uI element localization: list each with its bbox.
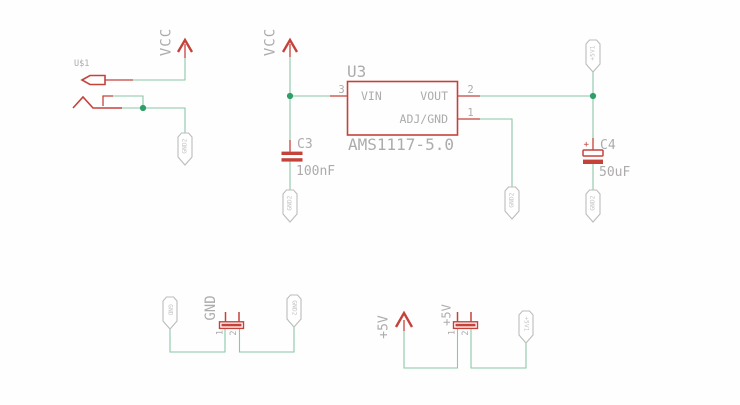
vcc-arrow-icon — [281, 37, 299, 53]
jumper-pin2-number: 2 — [461, 330, 471, 335]
capacitor-plate-negative — [583, 159, 603, 164]
net-flag-plus5v1-top[interactable]: +5V1 — [585, 39, 601, 73]
net-flag-gnd2-adj[interactable]: GND2 — [504, 186, 520, 220]
net-flag-body — [162, 296, 178, 330]
wire-segment — [480, 118, 513, 187]
plus5v-label: +5V — [377, 315, 392, 339]
net-flag-gnd-bottom[interactable]: GND — [162, 296, 178, 330]
regulator-u3[interactable]: U3 AMS1117-5.0 VIN VOUT ADJ/GND 3 2 1 — [330, 62, 480, 154]
jumper-body — [452, 321, 479, 330]
net-flag-label: GND2 — [287, 195, 294, 210]
net-flag-body — [177, 132, 193, 166]
net-flag-body — [504, 186, 520, 220]
wire-junction — [286, 92, 294, 100]
vcc-symbol-left[interactable]: VCC — [159, 28, 194, 58]
wire-junction — [589, 92, 597, 100]
wire-segment — [238, 327, 295, 353]
wire-segment — [133, 58, 186, 81]
vcc-label: VCC — [263, 28, 279, 56]
capacitor-plate-top — [281, 151, 303, 155]
net-flag-body — [585, 39, 601, 73]
wire-segment — [122, 107, 186, 133]
regulator-name-label: U3 — [347, 62, 366, 81]
net-flag-body — [585, 189, 601, 223]
regulator-adj-label: ADJ/GND — [400, 112, 449, 126]
regulator-vout-label: VOUT — [420, 89, 448, 103]
net-flag-label: GND2 — [182, 138, 189, 153]
net-flag-label: GND — [167, 304, 174, 316]
net-wires — [113, 57, 597, 369]
net-flag-body — [286, 294, 302, 328]
jumper-name-label: +5V — [440, 304, 454, 326]
net-flag-gnd2-c4[interactable]: GND2 — [585, 189, 601, 223]
connector-u1[interactable]: U$1 — [72, 59, 133, 109]
capacitor-c4[interactable]: + C4 50uF — [582, 138, 630, 180]
wire-junction — [139, 104, 147, 112]
capacitor-name-label: C3 — [297, 137, 313, 152]
net-flag-gnd2-c3[interactable]: GND2 — [282, 189, 298, 223]
regulator-vout-number: 2 — [467, 84, 473, 96]
net-flag-gnd2-jack[interactable]: GND2 — [177, 132, 193, 166]
vcc-symbol-middle[interactable]: VCC — [263, 28, 299, 57]
net-flag-body — [518, 310, 534, 344]
regulator-value-label: AMS1117-5.0 — [348, 135, 454, 154]
net-flag-label: GND2 — [291, 300, 298, 315]
net-flag-label: GND2 — [509, 192, 516, 207]
capacitor-value-label: 50uF — [599, 165, 630, 180]
wire-segment — [169, 328, 226, 353]
net-flag-label: +5V1 — [590, 45, 597, 60]
regulator-adj-number: 1 — [467, 107, 473, 119]
jumper-pin-stubs — [456, 312, 472, 322]
capacitor-value-label: 100nF — [296, 164, 335, 179]
capacitor-polarity-mark: + — [584, 140, 590, 150]
wire-segment — [403, 328, 459, 369]
regulator-body — [346, 80, 459, 136]
vcc-label: VCC — [159, 28, 175, 56]
capacitor-c3[interactable]: C3 100nF — [281, 137, 336, 179]
jack-sleeve-contact — [72, 95, 122, 109]
jack-tip-contact — [80, 74, 106, 86]
jumper-name-label: GND — [203, 295, 219, 320]
jack-designator-label: U$1 — [74, 59, 89, 69]
wire-segment — [470, 328, 527, 369]
vcc-arrow-icon — [176, 37, 194, 53]
net-flag-gnd2-bottom[interactable]: GND2 — [286, 294, 302, 328]
jack-switch-contact — [102, 95, 113, 106]
plus5v-symbol[interactable]: +5V — [377, 310, 414, 339]
jumper-gnd[interactable]: GND 1 2 — [203, 295, 245, 336]
regulator-vin-label: VIN — [361, 89, 382, 103]
jumper-body — [218, 321, 245, 330]
capacitor-plate-positive — [582, 149, 604, 157]
net-flag-body — [282, 189, 298, 223]
jumper-pin1-number: 1 — [216, 330, 226, 335]
jumper-pin-stubs — [224, 312, 240, 322]
regulator-vin-number: 3 — [338, 84, 344, 96]
wire-segment — [113, 95, 144, 108]
net-flag-label: GND2 — [590, 195, 597, 210]
capacitor-name-label: C4 — [600, 138, 616, 153]
net-flag-label: +5V1 — [523, 316, 530, 331]
net-flag-plus5v1-bottom[interactable]: +5V1 — [518, 310, 534, 344]
jumper-pin2-number: 2 — [229, 330, 239, 335]
capacitor-plate-bottom — [281, 158, 303, 162]
plus5v-arrow-icon — [394, 310, 414, 328]
jumper-plus5v[interactable]: +5V 1 2 — [440, 304, 479, 336]
jumper-pin1-number: 1 — [448, 330, 458, 335]
